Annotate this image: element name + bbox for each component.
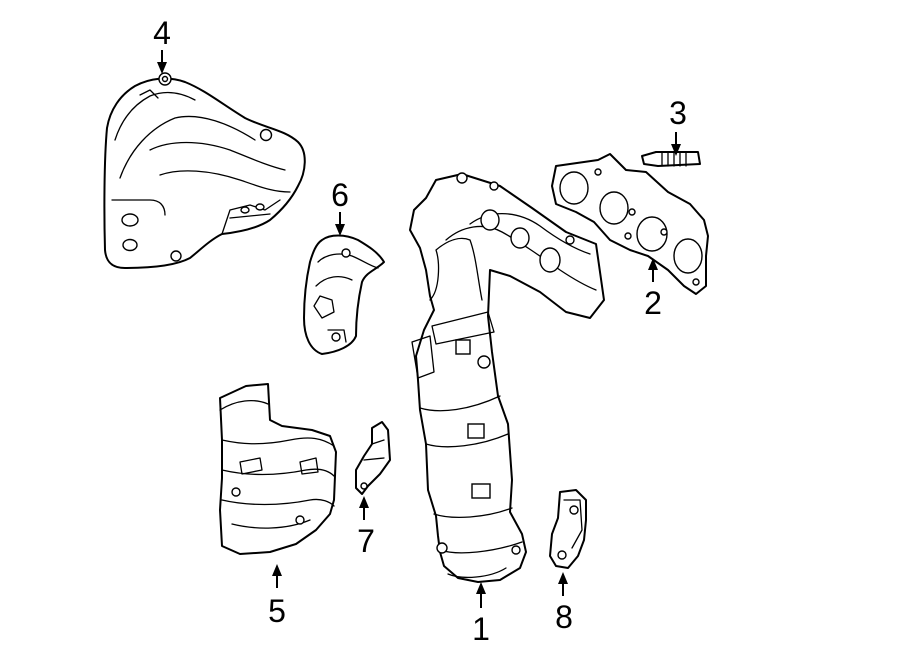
callout-3-number: 3 (669, 95, 687, 131)
support-bracket[interactable] (549, 489, 587, 569)
callout-3: 3 (669, 95, 687, 156)
callout-8-number: 8 (555, 599, 573, 635)
stud[interactable] (641, 151, 701, 167)
callout-1: 1 (472, 582, 490, 647)
callout-1-number: 1 (472, 611, 490, 647)
callout-7: 7 (357, 496, 375, 559)
catalytic-converter-manifold[interactable] (409, 172, 605, 583)
callout-8: 8 (555, 572, 573, 635)
callout-6: 6 (331, 177, 349, 236)
callout-5: 5 (268, 564, 286, 629)
callout-4-number: 4 (153, 15, 171, 51)
manifold-gasket[interactable] (551, 153, 709, 295)
heat-shield[interactable] (303, 234, 385, 355)
callout-2-number: 2 (644, 285, 662, 321)
callout-5-number: 5 (268, 593, 286, 629)
callout-6-number: 6 (331, 177, 349, 213)
lower-heat-shield[interactable] (219, 383, 337, 555)
upper-heat-shield[interactable] (103, 72, 306, 269)
callout-4: 4 (153, 15, 171, 74)
bracket[interactable] (355, 421, 391, 495)
callout-2: 2 (644, 258, 662, 321)
callout-7-number: 7 (357, 523, 375, 559)
